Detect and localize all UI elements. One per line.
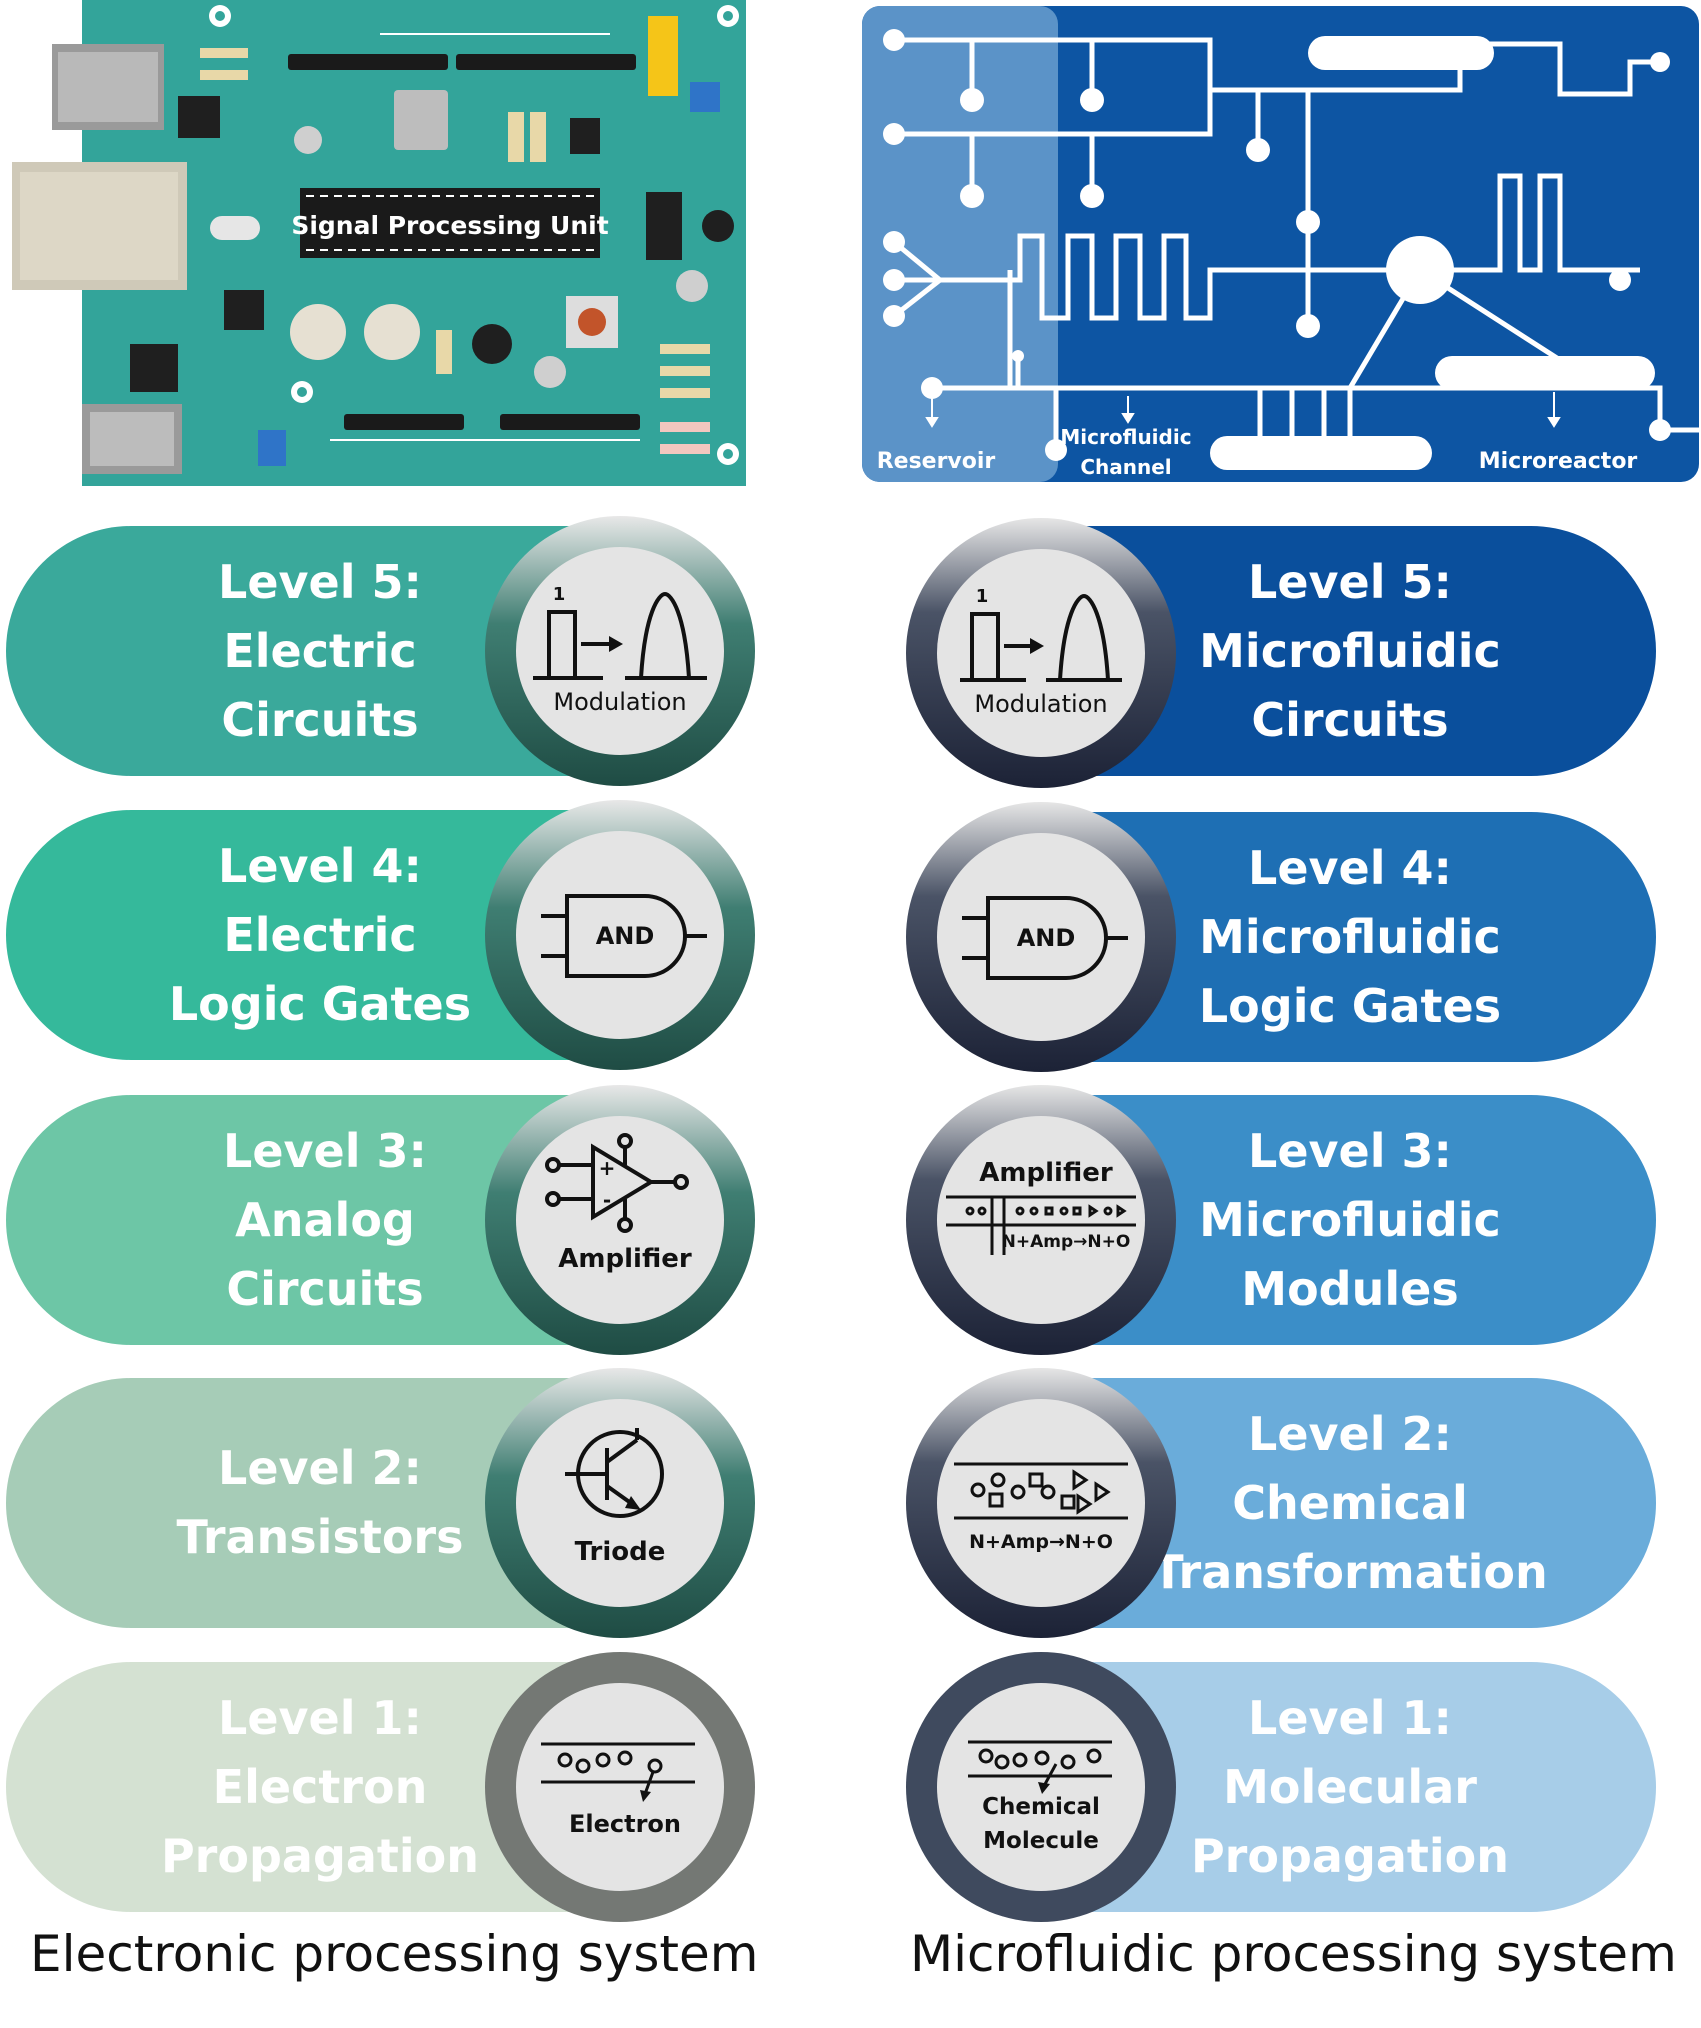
left-level-5-text: Level 5: Electric Circuits — [218, 554, 422, 747]
amplifier-label: Amplifier — [979, 1158, 1113, 1188]
op-amp-plus: + — [599, 1156, 616, 1180]
modulation-number: 1 — [553, 584, 566, 605]
right-level-5-text: Level 5: Microfluidic Circuits — [1199, 554, 1501, 747]
reaction-label: N+Amp→N+O — [1002, 1232, 1131, 1252]
reaction-label: N+Amp→N+O — [969, 1531, 1113, 1553]
left-level-4-text: Level 4: Electric Logic Gates — [168, 838, 472, 1031]
left-level-2-badge: Triode — [485, 1368, 755, 1638]
right-level-2-pill — [1030, 1378, 1656, 1628]
triode-label: Triode — [575, 1537, 666, 1567]
and-gate-label: AND — [1017, 924, 1076, 952]
caption-electronic: Electronic processing system — [30, 1925, 759, 1983]
and-gate-label: AND — [596, 922, 655, 950]
chip-label: Signal Processing Unit — [291, 211, 608, 240]
left-level-2-text: Level 2: Transistors — [176, 1441, 464, 1564]
left-level-5-badge: 1 Modulation — [485, 516, 755, 786]
left-level-1-pill — [6, 1662, 626, 1912]
left-level-4-pill — [6, 810, 626, 1060]
left-level-4-badge: AND — [485, 800, 755, 1070]
right-level-1-text: Level 1: Molecular Propagation — [1190, 1690, 1510, 1883]
reactor-label: Microreactor — [1479, 449, 1638, 474]
modulation-label: Modulation — [553, 688, 686, 716]
left-level-3-text: Level 3: Analog Circuits — [223, 1123, 427, 1316]
electron-label: Electron — [569, 1810, 681, 1838]
chemical-label: Chemical — [982, 1794, 1100, 1820]
modulation-label: Modulation — [974, 690, 1107, 718]
left-level-1-badge: Electron — [485, 1652, 755, 1922]
reservoir-label: Reservoir — [877, 449, 996, 474]
right-level-3-badge: Amplifier N+Amp→N+O — [906, 1085, 1176, 1355]
right-level-4-badge: AND — [906, 802, 1176, 1072]
left-level-3-badge: + - Amplifier — [485, 1085, 755, 1355]
left-level-3-pill — [6, 1095, 626, 1345]
modulation-number: 1 — [976, 586, 989, 607]
right-level-2-badge: N+Amp→N+O — [906, 1368, 1176, 1638]
caption-microfluidic: Microfluidic processing system — [910, 1925, 1677, 1983]
electronic-board-illustration: Signal Processing Unit — [0, 0, 760, 490]
right-level-5-pill — [1030, 526, 1656, 776]
channel-label-1: Microfluidic — [1060, 425, 1191, 449]
right-level-3-pill — [1030, 1095, 1656, 1345]
right-level-3-text: Level 3: Microfluidic Modules — [1199, 1123, 1501, 1316]
left-level-2-pill — [6, 1378, 626, 1628]
left-level-5-pill — [6, 526, 626, 776]
right-level-4-text: Level 4: Microfluidic Logic Gates — [1198, 840, 1502, 1033]
right-level-2-text: Level 2: Chemical Transformation — [1152, 1406, 1548, 1599]
right-level-4-pill — [1030, 812, 1656, 1062]
channel-label-2: Channel — [1080, 455, 1171, 479]
molecule-label: Molecule — [983, 1828, 1099, 1854]
left-level-1-text: Level 1: Electron Propagation — [160, 1690, 480, 1883]
op-amp-minus: - — [603, 1188, 611, 1212]
amplifier-label: Amplifier — [558, 1244, 692, 1274]
microfluidic-chip-illustration: Reservoir Microfluidic Channel Microreac… — [860, 0, 1701, 490]
right-level-5-badge: 1 Modulation — [906, 518, 1176, 788]
right-level-1-badge: Chemical Molecule — [906, 1652, 1176, 1922]
right-level-1-pill — [1030, 1662, 1656, 1912]
